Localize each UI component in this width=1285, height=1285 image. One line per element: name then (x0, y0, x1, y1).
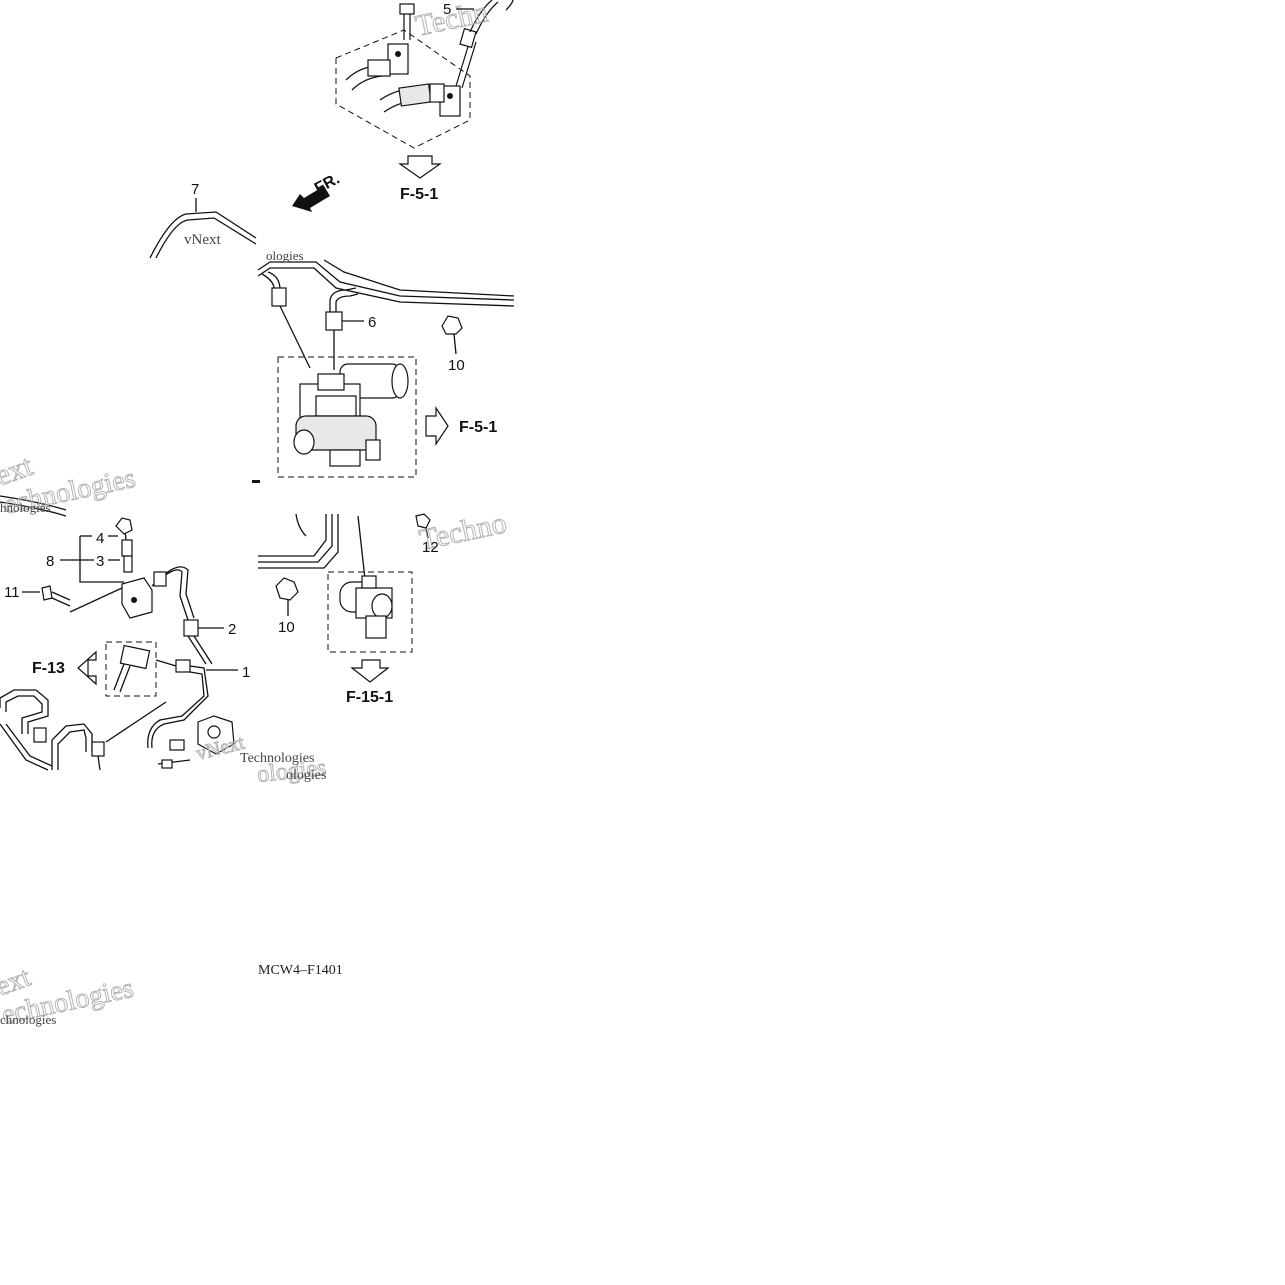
watermark-vnext-mid: vNext (184, 232, 221, 248)
watermark-chnologies-bottom: chnologies (0, 1012, 56, 1027)
callout-1: 1 (242, 664, 250, 681)
callout-8: 8 (46, 553, 54, 570)
callout-3: 3 (96, 553, 104, 570)
drawing-code: MCW4–F1401 (258, 963, 343, 978)
ref-f-13: F-13 (32, 660, 65, 677)
front-arrow (292, 186, 330, 212)
watermark-ologies-lower-solid: ologies (286, 768, 326, 783)
watermark-technologies-lower: Technologies (240, 751, 314, 766)
watermark-ologies-top: ologies (266, 248, 304, 263)
middle-panel (149, 211, 515, 483)
callout-12: 12 (422, 539, 439, 556)
callout-10-upper: 10 (448, 357, 465, 374)
watermark-techn-top: Techn (413, 0, 491, 43)
callout-7: 7 (191, 181, 199, 198)
callout-6: 6 (368, 314, 376, 331)
ref-f-5-1-top: F-5-1 (400, 186, 438, 203)
callout-10-lower: 10 (278, 619, 295, 636)
top-joint-panel (335, 0, 514, 179)
callout-5: 5 (443, 1, 451, 18)
references: FR. F-5-1 F-5-1 F-13 F-15-1 (32, 170, 497, 706)
callout-4: 4 (96, 530, 104, 547)
lower-right-panel (258, 513, 431, 683)
watermarks: Techn vNext Techno ext echnologies ologi… (0, 0, 510, 1031)
watermark-hnologies-left: hnologies (0, 500, 51, 515)
callout-2: 2 (228, 621, 236, 638)
ref-f-5-1-middle: F-5-1 (459, 419, 497, 436)
callout-11: 11 (4, 584, 20, 601)
callouts: 5 7 6 10 12 10 4 8 3 11 2 1 (4, 1, 474, 681)
ref-f-15-1: F-15-1 (346, 689, 393, 706)
lower-left-panel (0, 495, 235, 771)
